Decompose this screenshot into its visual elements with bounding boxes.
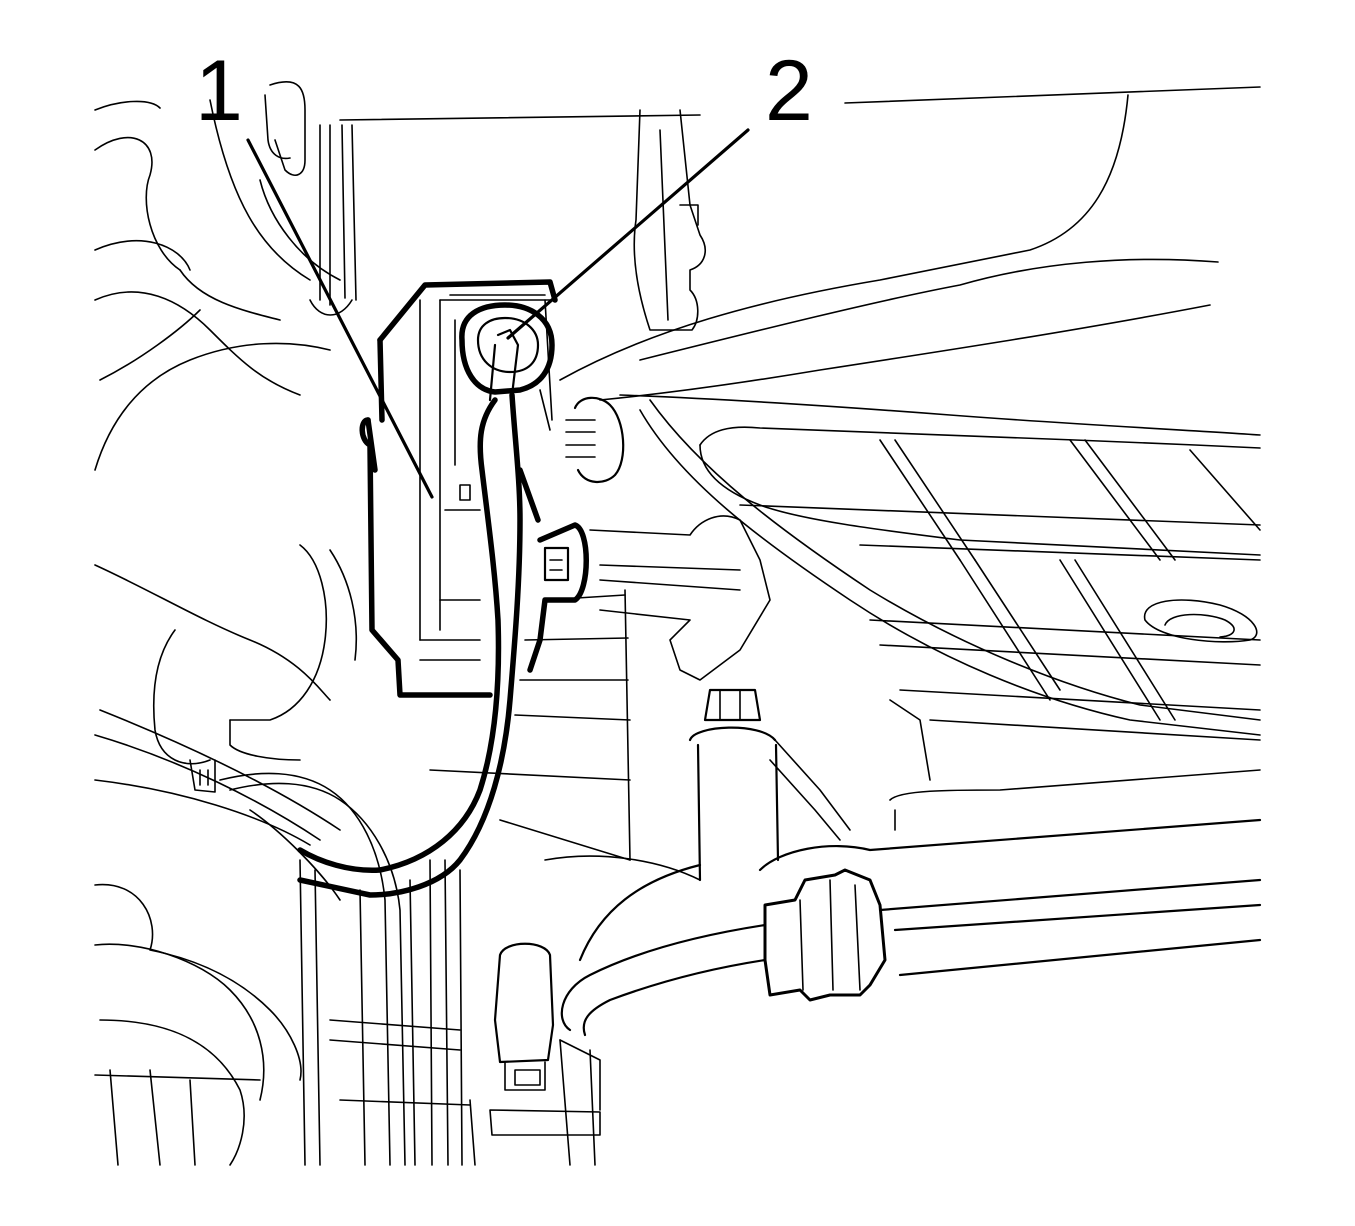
wire-harness bbox=[297, 392, 589, 898]
module-housing bbox=[359, 279, 558, 698]
callout-1-leader bbox=[246, 138, 434, 499]
callout-1-label: 1 bbox=[195, 43, 243, 139]
module-connector bbox=[459, 302, 555, 402]
callout-2-label: 2 bbox=[765, 43, 813, 139]
background-structure bbox=[94, 81, 1262, 1166]
callout-leaders bbox=[246, 128, 750, 499]
callout-2-leader bbox=[506, 128, 750, 340]
